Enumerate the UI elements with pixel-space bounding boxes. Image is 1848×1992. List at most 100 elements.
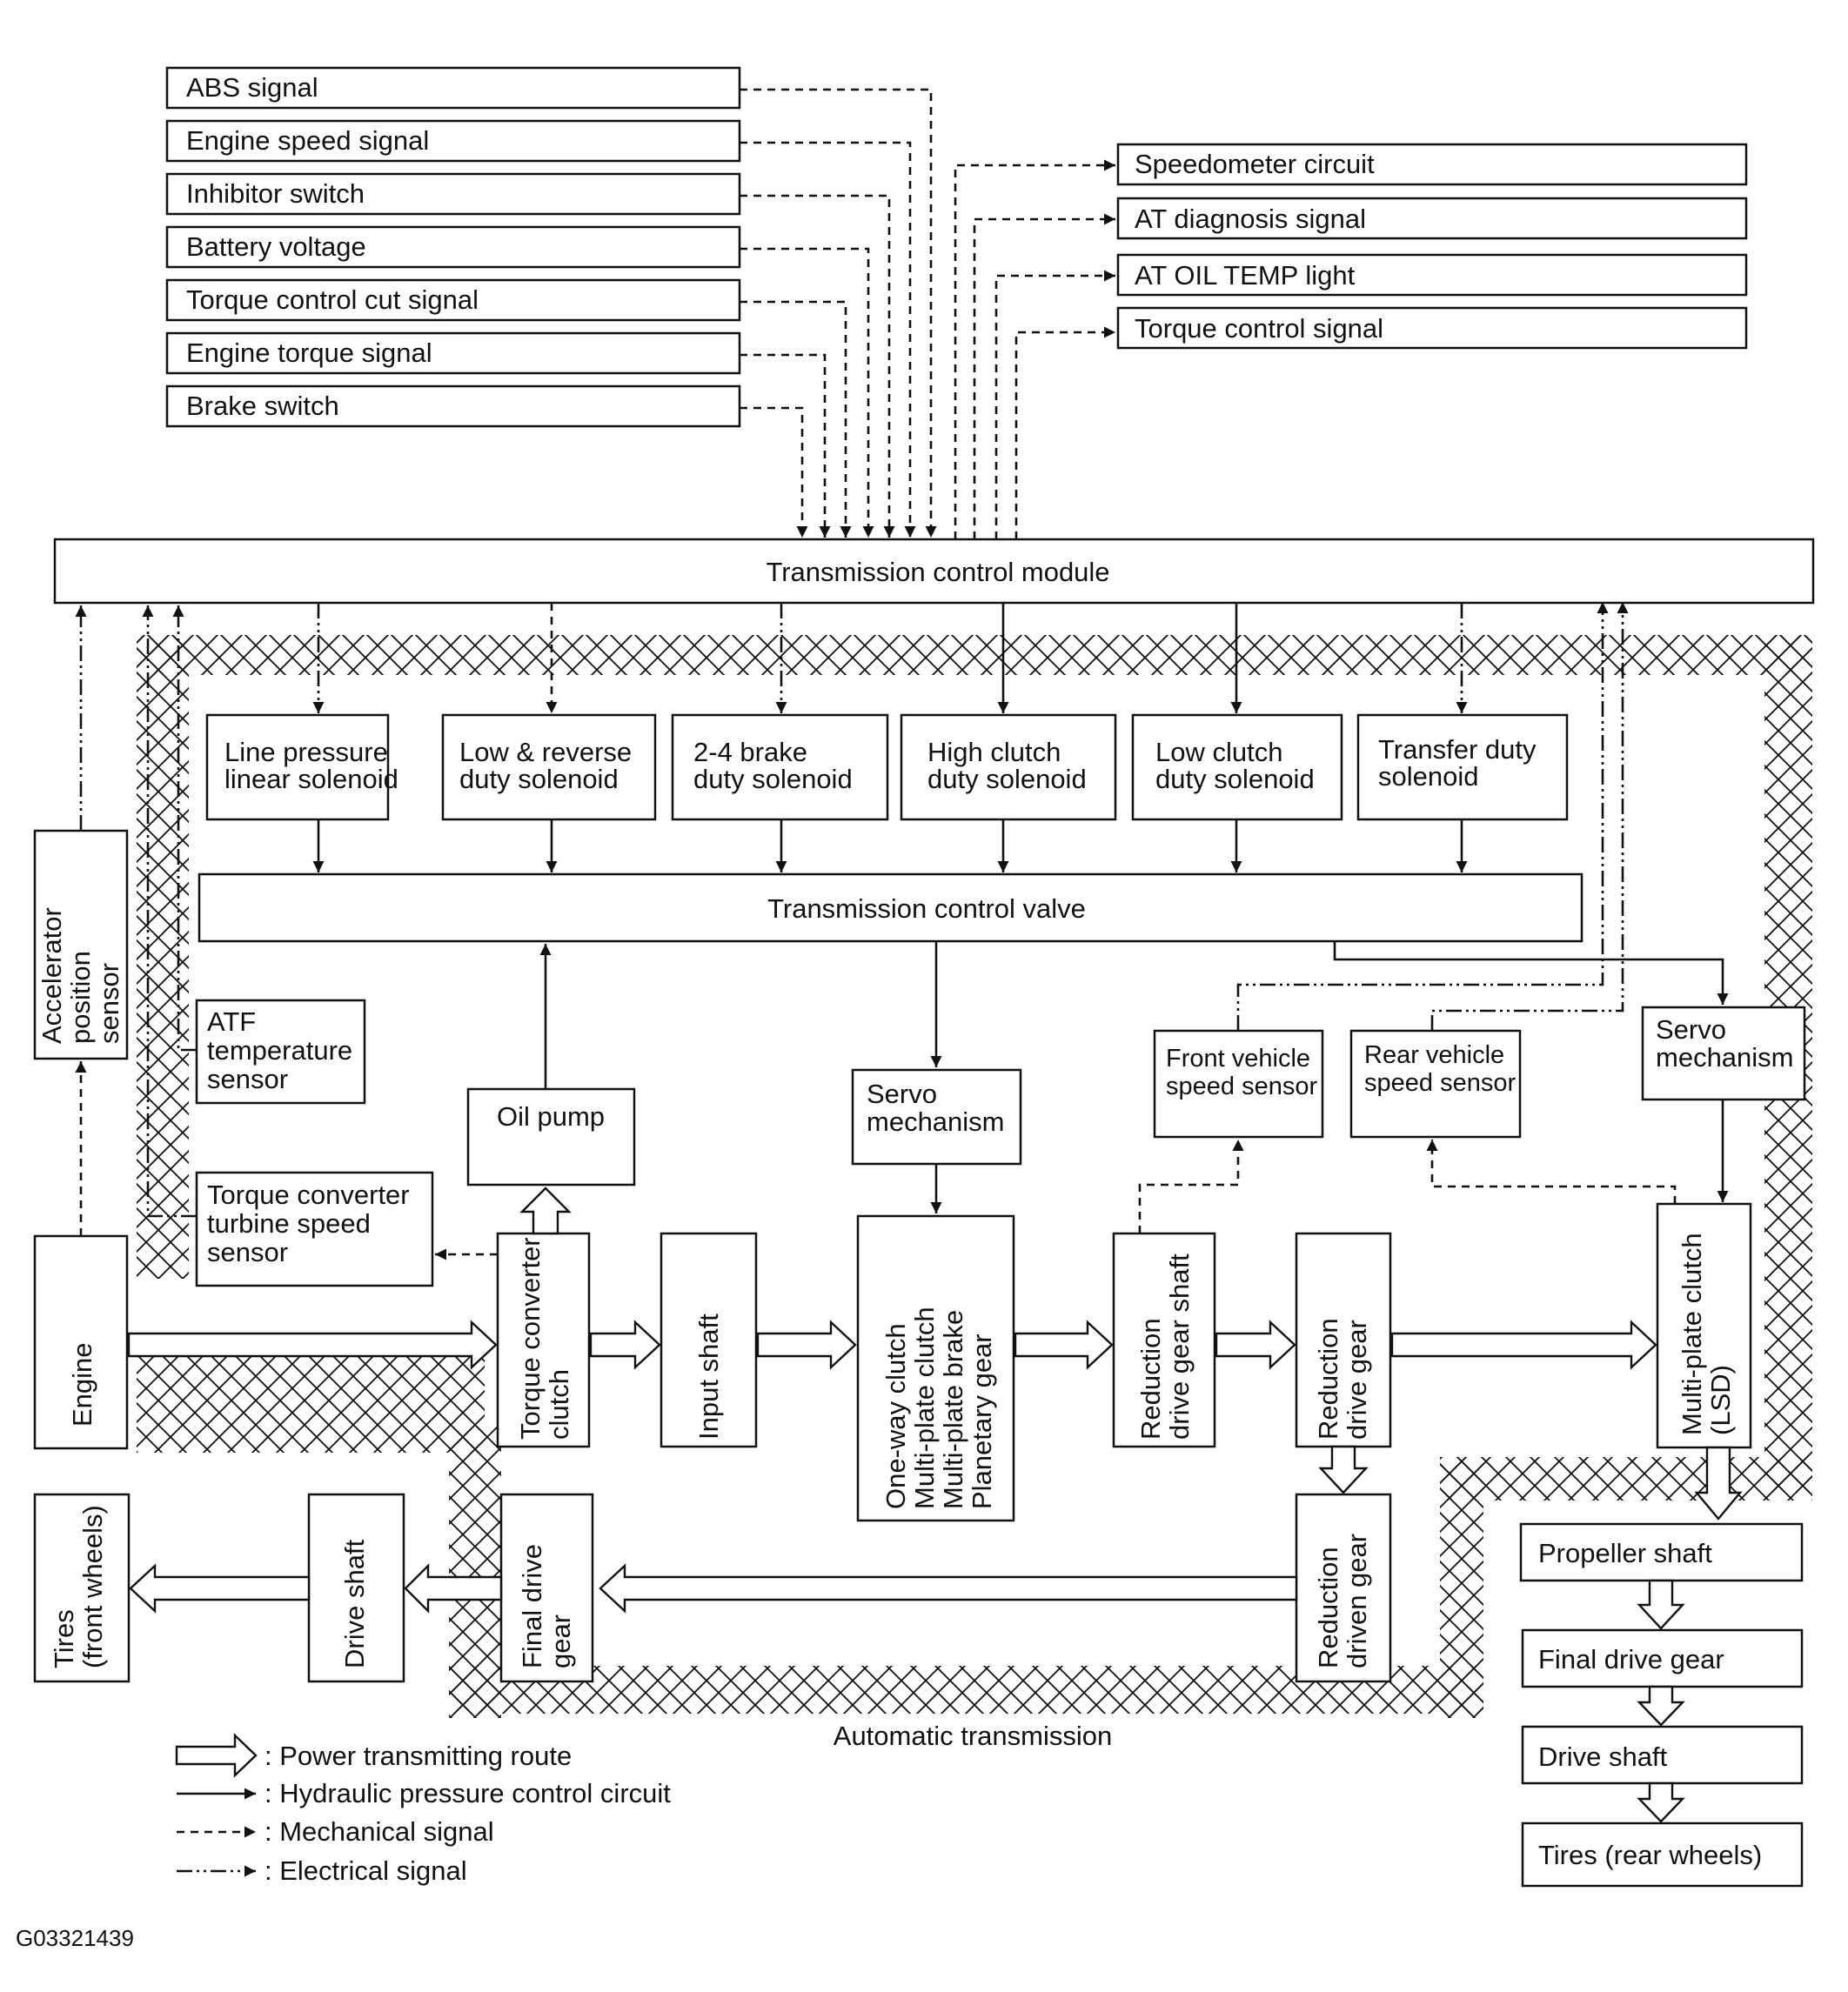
red-shaft-to-front-sensor-line [1138,1140,1244,1233]
lsd-to-rear-sensor-line [1426,1140,1677,1204]
torque-control-signal-box [1116,306,1748,350]
legend-hydraulic-label: : Hydraulic pressure control circuit [264,1778,671,1808]
output-signal-lines [954,159,1115,539]
red-driven-gear-label: Reductiondriven gear [1313,1534,1372,1668]
lsd-label: Multi-plate clutch(LSD) [1677,1233,1736,1435]
transmission-control-module [53,538,1815,605]
planetary-label: One-way clutchMulti-plate clutchMulti-pl… [880,1307,997,1509]
at-oil-temp-light-label: AT OIL TEMP light [1135,260,1356,291]
brake-switch-label: Brake switch [186,391,339,421]
torque-cut-signal-box [165,278,741,322]
engine-torque-signal-box [165,331,741,375]
transmission-control-valve [198,872,1584,943]
atf-to-tcm-line [172,605,197,1052]
at-oil-temp-light-box [1116,253,1748,297]
inhibitor-switch-box [165,172,741,216]
oil-pump-label: Oil pump [497,1101,605,1132]
tc-clutch-label: Torque converterclutch [515,1237,574,1440]
engine-label: Engine [67,1342,97,1427]
front-vehicle-speed-sensor [1153,1029,1324,1139]
final-drive-gear-rear-box [1521,1628,1804,1688]
rear-vehicle-speed-sensor [1349,1029,1522,1139]
oil-pump-box [466,1087,636,1187]
speedometer-circuit-box [1116,143,1748,186]
at-diagnosis-signal-label: AT diagnosis signal [1135,204,1366,234]
abs-signal-box [165,66,741,110]
tc-turbine-to-tcm-line [142,605,197,1218]
accelerator-sensor-label: Acceleratorpositionsensor [37,907,124,1044]
servo-mechanism-center [851,1068,1022,1166]
input-signal-lines [740,88,937,538]
legend-electrical-label: : Electrical signal [264,1855,467,1886]
brake-24-duty-solenoid [671,713,889,821]
servo-mechanism-right [1641,1006,1806,1101]
torque-control-signal-label: Torque control signal [1135,313,1383,344]
valve-label: Transmission control valve [767,893,1086,924]
final-drive-front-label: Final drivegear [517,1544,576,1668]
speedometer-circuit-label: Speedometer circuit [1135,149,1375,179]
low-reverse-duty-solenoid [441,713,657,821]
red-drive-gear-label: Reductiondrive gear [1313,1318,1372,1440]
high-clutch-duty-solenoid [900,713,1117,821]
low-clutch-duty-solenoid [1131,713,1343,821]
final-drive-rear-label: Final drive gear [1538,1644,1724,1674]
tires-front-wheels [33,1493,131,1683]
tc-turbine-speed-sensor [195,1171,434,1287]
propeller-shaft-label: Propeller shaft [1538,1538,1712,1568]
battery-voltage-box [165,225,741,269]
red-drive-shaft-label: Reductiondrive gear shaft [1135,1253,1195,1440]
tires-front-label: Tires(front wheels) [49,1505,108,1668]
engine-torque-signal-label: Engine torque signal [186,338,432,368]
input-shaft-box [660,1232,758,1448]
power-route-arrows [127,1320,1743,1823]
engine-box [33,1234,129,1450]
at-diagnosis-signal-box [1116,197,1748,240]
torque-cut-signal-label: Torque control cut signal [186,284,479,315]
legend-power-label: : Power transmitting route [264,1741,572,1771]
drive-shaft-rear-label: Drive shaft [1538,1741,1668,1772]
reduction-drive-gear [1295,1232,1392,1448]
engine-speed-signal-box [165,119,741,163]
legend: : Power transmitting route : Hydraulic p… [175,1733,671,1886]
tc-to-oilpump-power-arrow [519,1187,572,1235]
atf-temperature-sensor [195,999,366,1105]
brake-switch-box [165,384,741,428]
tires-rear-wheels-box [1521,1822,1804,1888]
tcm-to-solenoid-lines [312,603,1468,713]
figure-code: G03321439 [16,1925,134,1951]
rear-speed-to-tcm-line [1430,602,1629,1031]
engine-speed-signal-label: Engine speed signal [186,125,429,156]
battery-voltage-label: Battery voltage [186,231,366,262]
propeller-shaft-box [1519,1522,1804,1582]
transmission-casing-hatch [137,635,1812,1718]
reduction-driven-gear [1295,1493,1392,1683]
tcm-label: Transmission control module [766,557,1109,587]
drive-shaft-front-label: Drive shaft [339,1539,370,1668]
legend-power-symbol [175,1733,258,1778]
legend-mechanical-label: : Mechanical signal [264,1816,494,1847]
multi-plate-clutch-lsd [1656,1202,1752,1449]
reduction-drive-gear-shaft [1112,1232,1216,1448]
drive-shaft-front [307,1493,405,1683]
solenoid-to-valve-lines [312,819,1468,872]
tires-rear-label: Tires (rear wheels) [1538,1840,1762,1870]
valve-to-servo-right-line [1333,941,1729,1005]
automatic-transmission-label: Automatic transmission [834,1721,1112,1751]
torque-converter-clutch [496,1232,591,1448]
inhibitor-switch-label: Inhibitor switch [186,178,365,209]
abs-signal-label: ABS signal [186,72,318,103]
input-shaft-label: Input shaft [693,1314,724,1440]
